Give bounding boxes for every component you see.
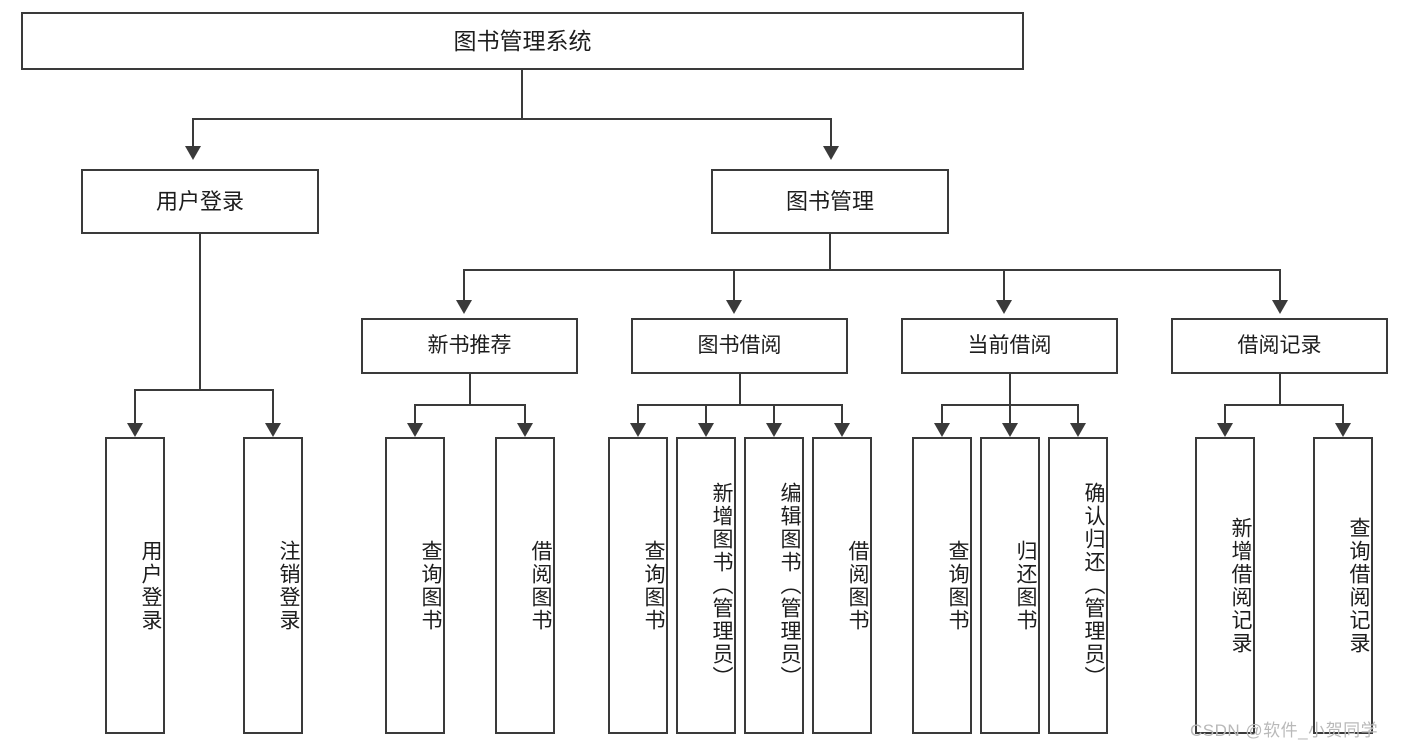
leaf-label: 编辑图书（管理员） [778,482,801,689]
edge-book-borrow-drop-2 [705,404,707,423]
node-new-book-recommend[interactable]: 新书推荐 [361,318,578,374]
edge-book-borrow-drop-1 [637,404,639,423]
edge-book-mgmt-drop-2 [733,269,735,300]
edge-borrow-records-drop-1 [1224,404,1226,423]
leaf-book-borrow-edit[interactable]: 编辑图书（管理员） [744,437,804,734]
leaf-borrow-records-add[interactable]: 新增借阅记录 [1195,437,1255,734]
node-borrow-records[interactable]: 借阅记录 [1171,318,1388,374]
node-label: 图书管理系统 [453,27,592,54]
leaf-label: 借阅图书 [846,539,869,632]
edge-borrow-records-bar [1224,404,1342,406]
leaf-label: 新增图书（管理员） [710,482,733,689]
arrowhead-current-borrow-leaf-3 [1070,423,1086,437]
leaf-label: 借阅图书 [529,539,552,632]
arrowhead-book-borrow-leaf-3 [766,423,782,437]
node-user-login[interactable]: 用户登录 [81,169,319,234]
node-label: 用户登录 [155,188,244,214]
leaf-borrow-records-query[interactable]: 查询借阅记录 [1313,437,1373,734]
arrowhead-borrow-records-leaf-2 [1335,423,1351,437]
edge-book-borrow-stem [739,374,741,404]
edge-root-to-user-login [192,118,194,146]
arrowhead-current-borrow [996,300,1012,314]
edge-book-borrow-drop-3 [773,404,775,423]
edge-root-stem [521,70,523,118]
edge-book-mgmt-stem [829,234,831,269]
node-label: 当前借阅 [967,333,1052,357]
arrowhead-to-user-login [185,146,201,160]
leaf-label: 新增借阅记录 [1229,516,1252,655]
edge-book-mgmt-bar [463,269,1280,271]
edge-borrow-records-stem [1279,374,1281,404]
leaf-book-borrow-query[interactable]: 查询图书 [608,437,668,734]
arrowhead-user-login-leaf-1 [127,423,143,437]
node-root-system[interactable]: 图书管理系统 [21,12,1024,70]
leaf-new-book-borrow[interactable]: 借阅图书 [495,437,555,734]
leaf-current-borrow-return[interactable]: 归还图书 [980,437,1040,734]
leaf-current-borrow-confirm-return[interactable]: 确认归还（管理员） [1048,437,1108,734]
leaf-label: 查询图书 [642,539,665,632]
leaf-label: 查询借阅记录 [1347,516,1370,655]
edge-book-borrow-bar [637,404,842,406]
arrowhead-book-borrow-leaf-4 [834,423,850,437]
node-book-borrow[interactable]: 图书借阅 [631,318,848,374]
arrowhead-book-borrow [726,300,742,314]
edge-new-book-stem [469,374,471,404]
edge-book-mgmt-drop-4 [1279,269,1281,300]
edge-new-book-bar [414,404,524,406]
leaf-book-borrow-borrow[interactable]: 借阅图书 [812,437,872,734]
edge-current-borrow-drop-2 [1009,404,1011,423]
arrowhead-new-book-recommend [456,300,472,314]
arrowhead-new-book-leaf-2 [517,423,533,437]
edge-current-borrow-drop-1 [941,404,943,423]
leaf-label: 查询图书 [946,539,969,632]
leaf-new-book-query[interactable]: 查询图书 [385,437,445,734]
edge-root-split-bar [192,118,831,120]
node-label: 图书管理 [785,188,874,214]
node-current-borrow[interactable]: 当前借阅 [901,318,1118,374]
edge-user-login-drop-1 [134,389,136,423]
leaf-user-login-login[interactable]: 用户登录 [105,437,165,734]
arrowhead-book-borrow-leaf-2 [698,423,714,437]
edge-current-borrow-stem [1009,374,1011,404]
arrowhead-current-borrow-leaf-2 [1002,423,1018,437]
arrowhead-book-borrow-leaf-1 [630,423,646,437]
edge-user-login-drop-2 [272,389,274,423]
leaf-book-borrow-add[interactable]: 新增图书（管理员） [676,437,736,734]
arrowhead-user-login-leaf-2 [265,423,281,437]
leaf-label: 查询图书 [419,539,442,632]
edge-book-mgmt-drop-3 [1003,269,1005,300]
node-book-management[interactable]: 图书管理 [711,169,949,234]
arrowhead-new-book-leaf-1 [407,423,423,437]
leaf-label: 归还图书 [1014,539,1037,632]
node-label: 图书借阅 [697,333,782,357]
edge-book-mgmt-drop-1 [463,269,465,300]
edge-new-book-drop-2 [524,404,526,423]
arrowhead-to-book-mgmt [823,146,839,160]
arrowhead-current-borrow-leaf-1 [934,423,950,437]
edge-user-login-stem [199,234,201,389]
edge-current-borrow-drop-3 [1077,404,1079,423]
arrowhead-borrow-records [1272,300,1288,314]
leaf-label: 注销登录 [277,539,300,632]
leaf-user-login-logout[interactable]: 注销登录 [243,437,303,734]
node-label: 新书推荐 [427,333,512,357]
edge-new-book-drop-1 [414,404,416,423]
node-label: 借阅记录 [1237,333,1322,357]
arrowhead-borrow-records-leaf-1 [1217,423,1233,437]
leaf-current-borrow-query[interactable]: 查询图书 [912,437,972,734]
edge-user-login-bar [134,389,272,391]
watermark: CSDN @软件_小贺同学 [1190,721,1379,740]
leaf-label: 确认归还（管理员） [1082,482,1105,689]
edge-book-borrow-drop-4 [841,404,843,423]
edge-borrow-records-drop-2 [1342,404,1344,423]
leaf-label: 用户登录 [139,539,162,632]
edge-root-to-book-mgmt [830,118,832,146]
